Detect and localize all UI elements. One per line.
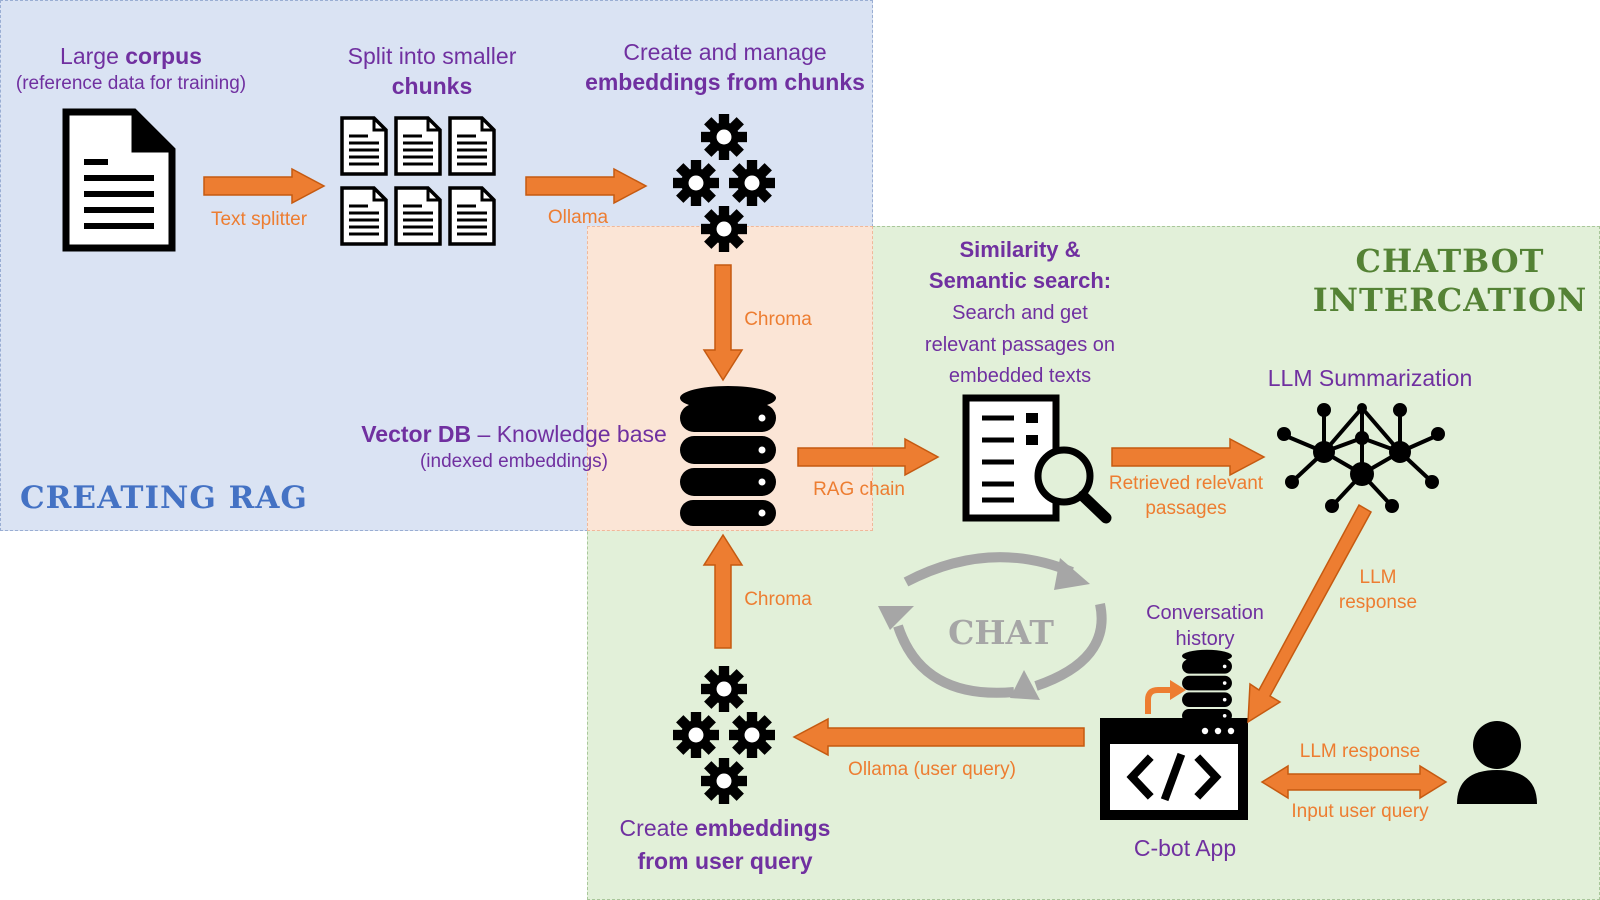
chatbot-title-line1: CHATBOT [1355,242,1545,280]
arrow-llm-response [1247,503,1373,724]
history-bend-arrow [1145,687,1172,714]
user-icon [1457,721,1537,804]
split-label: Split into smaller chunks [322,42,542,102]
edge-label-retrieved: Retrieved relevant passages [1096,472,1276,521]
embed-line1: Create and manage [623,39,827,65]
edge-label-text-splitter: Text splitter [210,209,308,230]
arrow-chroma-up [702,533,744,649]
retrieved-line1: Retrieved relevant [1108,473,1264,494]
similarity-label: Similarity & Semantic search: Search and… [910,234,1130,391]
corpus-bold: corpus [125,43,202,69]
retrieved-line2: passages [1145,497,1227,519]
cycle-arrows-icon [893,552,1107,698]
split-line1: Split into smaller [347,43,517,69]
arrow-bidirectional-user [1260,764,1448,800]
llm-response-line2: response [1338,591,1418,613]
conversation-history-label: Conversation history [1130,600,1280,652]
chat-cycle-label: CHAT [948,613,1054,652]
arrow-ollama-user-query [792,717,1085,757]
chatbot-title-line2: INTERCATION [1312,281,1588,320]
embed-label: Create and manage embeddings from chunks [580,38,870,98]
document-icon [62,108,176,252]
similarity-bold1: Similarity & [959,237,1081,262]
split-bold: chunks [391,72,473,99]
similarity-bold2: Semantic search: [928,268,1112,294]
conversation-line1: Conversation [1146,602,1264,624]
query-embed-bold1: embeddings [694,815,831,841]
cbot-app-label: C-bot App [1133,835,1237,861]
edge-label-ollama-user-query: Ollama (user query) [848,759,1016,780]
query-embed-bold2: from user query [637,847,813,874]
code-window-icon [1100,718,1248,820]
corpus-prefix: Large [60,43,126,69]
chunks-icon [340,116,496,246]
embed-bold: embeddings from chunks [585,68,865,95]
llm-response-line1: LLM [1359,567,1397,588]
corpus-sub: (reference data for training) [15,72,247,94]
database-icon [680,386,776,526]
vectordb-rest: – Knowledge base [471,421,667,447]
gears-icon [673,114,775,252]
arrow-ollama [525,167,648,205]
vectordb-bold: Vector DB [361,421,472,447]
rag-title: CREATING RAG [20,480,308,516]
edge-label-input-user-query: Input user query [1291,801,1429,822]
vectordb-sub: (indexed embeddings) [419,450,608,472]
search-document-icon [962,394,1112,524]
arrow-retrieved [1111,437,1266,477]
similarity-line3: embedded texts [948,365,1092,388]
llm-summarization-label: LLM Summarization [1267,365,1473,391]
edge-label-llm-response: LLM response [1330,566,1426,615]
similarity-line1: Search and get [952,302,1088,325]
query-embed-label: Create embeddings from user query [600,812,850,877]
corpus-label: Large corpus (reference data for trainin… [0,42,262,97]
arrow-chroma-down [702,264,744,382]
edge-label-rag-chain: RAG chain [813,479,905,500]
query-embed-prefix: Create [619,815,695,841]
conversation-line2: history [1175,628,1235,650]
edge-label-chroma-up: Chroma [744,589,812,610]
arrow-text-splitter [203,167,326,205]
chatbot-title: CHATBOT INTERCATION [1300,242,1600,320]
small-database-icon [1182,649,1232,723]
similarity-line2: relevant passages on [924,333,1116,356]
arrow-rag-chain [797,437,940,477]
edge-label-chroma-down: Chroma [744,309,812,330]
edge-label-ollama: Ollama [547,207,609,228]
vectordb-label: Vector DB – Knowledge base (indexed embe… [354,420,674,475]
neural-network-icon [1277,403,1445,513]
edge-label-llm-response-user: LLM response [1299,741,1421,762]
query-gears-icon [673,666,775,804]
